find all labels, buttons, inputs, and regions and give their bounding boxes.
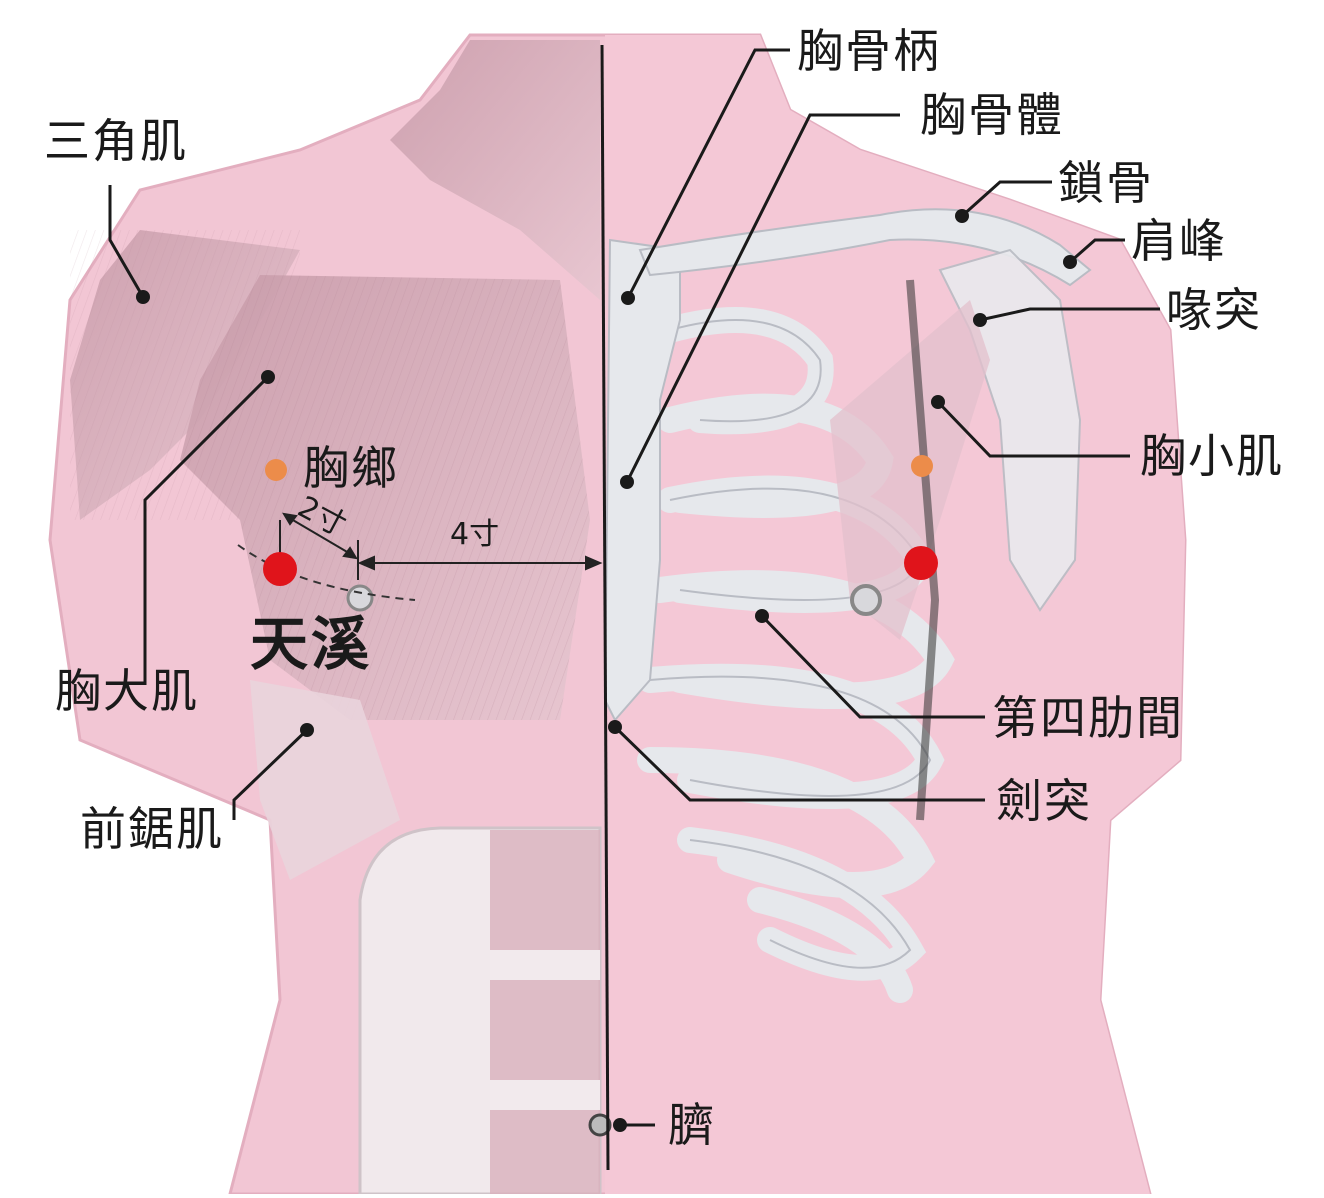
midline [600,44,610,1171]
acupoint-xiongxiang-left[interactable] [265,459,287,481]
leader-dots [136,209,1077,1132]
label-pectoralis-minor: 胸小肌 [1140,429,1284,483]
label-serratus-anterior: 前鋸肌 [80,802,224,856]
label-xiongxiang: 胸鄉 [303,441,399,495]
serratus-anterior [250,680,400,880]
acupoint-tianxi-right[interactable] [904,546,938,580]
nipple-marker [850,584,882,616]
measure-4cun [357,555,603,571]
pectoralis-minor [830,300,990,640]
nipple-marker [346,584,374,612]
rectus-abdominis [490,830,600,1194]
label-xiphoid: 劍突 [996,774,1092,828]
label-acromion: 肩峰 [1131,214,1227,268]
fourth-intercostal-arc [237,544,416,601]
label-deltoid: 三角肌 [44,114,188,168]
leader-lines [108,48,1160,1127]
label-fourth-intercostal: 第四肋間 [992,691,1184,745]
label-sternum-body: 胸骨體 [920,88,1064,142]
acupoint-xiongxiang-right[interactable] [911,455,933,477]
acupoint-tianxi-left[interactable] [263,552,297,586]
navel-marker [588,1113,612,1137]
label-tianxi: 天溪 [250,610,373,678]
label-clavicle: 鎖骨 [1058,156,1154,210]
label-coracoid: 喙突 [1166,283,1262,337]
trapezius [390,40,600,300]
label-4cun: 4寸 [450,517,500,552]
label-navel: 臍 [668,1098,716,1152]
clavicle [638,208,1092,287]
label-manubrium: 胸骨柄 [797,24,941,78]
label-pectoralis-major: 胸大肌 [55,664,199,718]
sternum [603,238,681,722]
